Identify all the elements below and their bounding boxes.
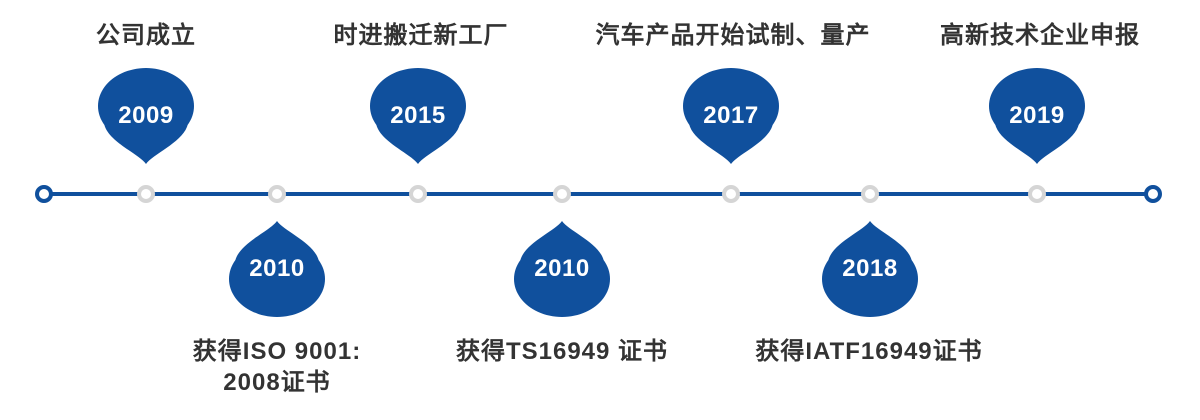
- year-balloon-2010b: 2010: [512, 219, 612, 319]
- year-balloon-2015: 2015: [368, 66, 468, 166]
- teardrop-shape: [683, 68, 779, 164]
- event-label-2015: 时进搬迁新工厂: [333, 22, 509, 49]
- teardrop-shape: [229, 221, 325, 317]
- teardrop-icon: [229, 221, 325, 317]
- timeline-dot-2010a: [268, 185, 286, 203]
- year-text: 2018: [842, 255, 898, 282]
- year-balloon-2019: 2019: [987, 66, 1087, 166]
- timeline-dot-2015: [409, 185, 427, 203]
- event-label-2017: 汽车产品开始试制、量产: [595, 22, 871, 49]
- year-balloon-2017: 2017: [681, 66, 781, 166]
- event-label-2010b: 获得TS16949 证书: [455, 338, 669, 365]
- year-balloon-2010a: 2010: [227, 219, 327, 319]
- event-label-2010a: 获得ISO 9001: 2008证书: [192, 338, 362, 396]
- teardrop-shape: [514, 221, 610, 317]
- teardrop-icon: [989, 68, 1085, 164]
- timeline-start-node: [35, 185, 53, 203]
- year-text: 2009: [118, 102, 174, 129]
- year-text: 2015: [390, 102, 446, 129]
- event-label-2018: 获得IATF16949证书: [755, 338, 983, 365]
- timeline-dot-2019: [1028, 185, 1046, 203]
- year-balloon-2018: 2018: [820, 219, 920, 319]
- teardrop-shape: [989, 68, 1085, 164]
- teardrop-shape: [822, 221, 918, 317]
- timeline-dot-2017: [722, 185, 740, 203]
- year-balloon-2009: 2009: [96, 66, 196, 166]
- timeline-line: [44, 192, 1154, 196]
- timeline-dot-2018: [861, 185, 879, 203]
- teardrop-icon: [822, 221, 918, 317]
- year-text: 2010: [534, 255, 590, 282]
- year-text: 2019: [1009, 102, 1065, 129]
- timeline-dot-2009: [137, 185, 155, 203]
- teardrop-icon: [514, 221, 610, 317]
- year-text: 2010: [249, 255, 305, 282]
- timeline-dot-2010b: [553, 185, 571, 203]
- teardrop-shape: [370, 68, 466, 164]
- event-label-2009: 公司成立: [96, 22, 196, 49]
- teardrop-icon: [370, 68, 466, 164]
- teardrop-shape: [98, 68, 194, 164]
- event-label-2019: 高新技术企业申报: [940, 22, 1140, 49]
- teardrop-icon: [98, 68, 194, 164]
- year-text: 2017: [703, 102, 759, 129]
- teardrop-icon: [683, 68, 779, 164]
- timeline-end-node: [1144, 185, 1162, 203]
